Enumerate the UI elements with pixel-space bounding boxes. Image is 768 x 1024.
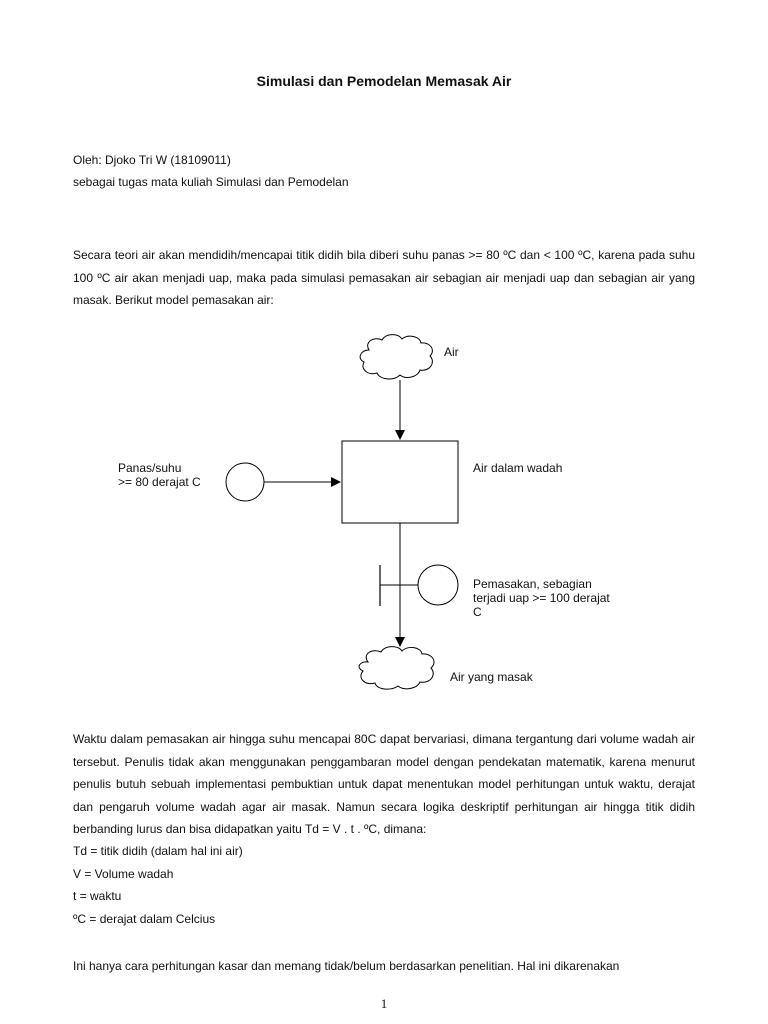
definition-item: t = waktu: [73, 889, 122, 903]
heat-label: Panas/suhu >= 80 derajat C: [118, 461, 201, 489]
heat-label-line2: >= 80 derajat C: [118, 475, 201, 489]
stock-label: Air dalam wadah: [473, 461, 563, 475]
author-line: Oleh: Djoko Tri W (18109011): [73, 153, 231, 167]
flow-label-line3: C: [473, 605, 482, 619]
explanation-paragraph: Waktu dalam pemasakan air hingga suhu me…: [73, 732, 695, 836]
heat-label-line1: Panas/suhu: [118, 461, 182, 475]
author-block: Oleh: Djoko Tri W (18109011) sebagai tug…: [73, 149, 349, 193]
definition-item: Td = titik didih (dalam hal ini air): [73, 844, 243, 858]
stock-box: [341, 440, 459, 524]
course-line: sebagai tugas mata kuliah Simulasi dan P…: [73, 175, 349, 189]
source-label: Air: [444, 345, 459, 359]
page-number: 1: [380, 996, 388, 1011]
sink-label: Air yang masak: [450, 670, 533, 684]
closing-paragraph: Ini hanya cara perhitungan kasar dan mem…: [73, 959, 620, 973]
flow-converter-circle: [417, 564, 459, 606]
source-cloud-icon: [359, 334, 433, 380]
definition-item: ºC = derajat dalam Celcius: [73, 911, 216, 926]
definitions-list: Td = titik didih (dalam hal ini air) V =…: [73, 840, 243, 930]
document-title: Simulasi dan Pemodelan Memasak Air: [256, 73, 512, 89]
definition-item: V = Volume wadah: [73, 866, 174, 881]
flow-label-line1: Pemasakan, sebagian: [473, 577, 592, 591]
flow-label: Pemasakan, sebagian terjadi uap >= 100 d…: [473, 577, 610, 619]
sink-cloud-icon: [358, 646, 435, 690]
intro-paragraph: Secara teori air akan mendidih/mencapai …: [73, 248, 695, 307]
flow-label-line2: terjadi uap >= 100 derajat: [473, 591, 610, 605]
heat-converter-circle: [225, 462, 265, 502]
